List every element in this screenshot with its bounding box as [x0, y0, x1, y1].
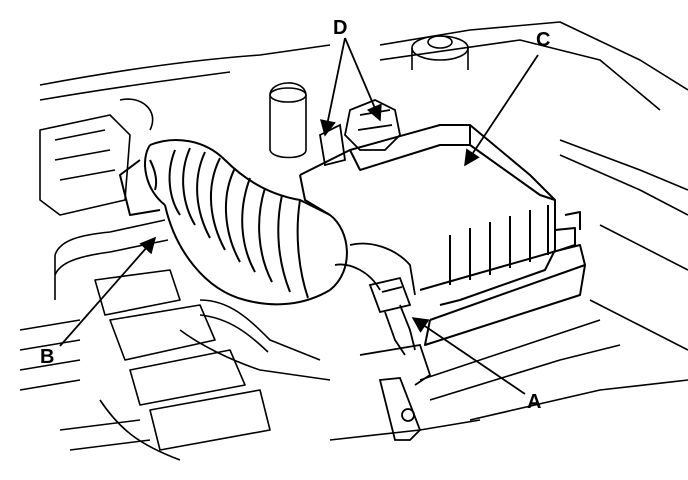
engine-bay-background [19, 21, 688, 461]
callout-label-a: A [527, 391, 542, 413]
intake-duct-d [319, 99, 401, 167]
intake-hose-corrugated [119, 139, 348, 306]
air-cleaner-housing [299, 124, 586, 346]
sensor-connector-a [334, 242, 432, 441]
callout-label-b: B [40, 346, 55, 368]
callout-leaders [59, 37, 539, 395]
callout-label-c: C [536, 29, 551, 51]
callout-label-d: D [333, 17, 348, 39]
